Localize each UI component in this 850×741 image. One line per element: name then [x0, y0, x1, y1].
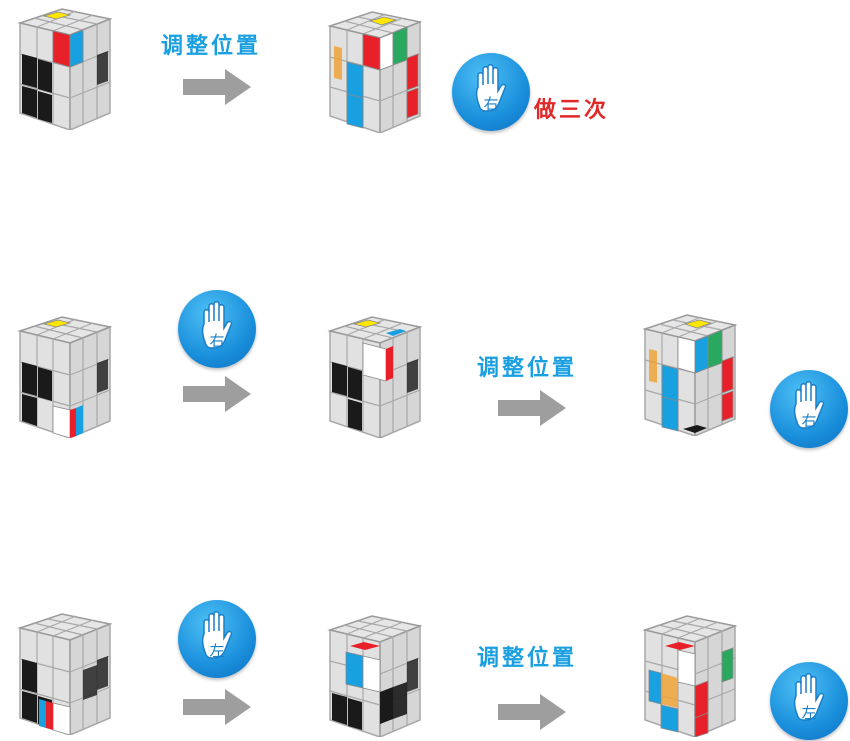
right-hand-badge-row2b: 右 [770, 370, 848, 448]
adjust-position-label-row3: 调整位置 [477, 646, 578, 671]
hand-label: 左 [801, 704, 817, 722]
cube-row2-start [19, 316, 111, 438]
cube-row2-mid [329, 316, 421, 438]
right-hand-badge-row2a: 右 [178, 290, 256, 368]
arrow-right-icon [183, 376, 251, 412]
left-hand-badge-row3b: 左 [770, 662, 848, 740]
cube-row1-end [329, 11, 421, 133]
right-hand-badge-row1: 右 [452, 53, 530, 131]
repeat-label: 做三次 [534, 98, 610, 123]
arrow-right-icon [183, 689, 251, 725]
hand-icon [475, 64, 507, 112]
hand-icon [201, 301, 233, 349]
left-hand-badge-row3a: 左 [178, 600, 256, 678]
hand-icon [793, 381, 825, 429]
arrow-right-icon [498, 694, 566, 730]
adjust-position-label-row1: 调整位置 [161, 34, 262, 59]
cube-row2-end [644, 314, 736, 436]
arrow-right-icon [498, 390, 566, 426]
hand-label: 右 [483, 95, 499, 113]
hand-label: 右 [801, 412, 817, 430]
hand-icon [201, 611, 233, 659]
hand-label: 右 [209, 332, 225, 350]
hand-label: 左 [209, 642, 225, 660]
cube-row3-end [644, 615, 736, 737]
arrow-right-icon [183, 69, 251, 105]
adjust-position-label-row2: 调整位置 [477, 356, 578, 381]
cube-row3-mid [329, 615, 421, 737]
cube-row3-start [19, 613, 111, 735]
cube-row1-start [19, 8, 111, 130]
hand-icon [793, 673, 825, 721]
